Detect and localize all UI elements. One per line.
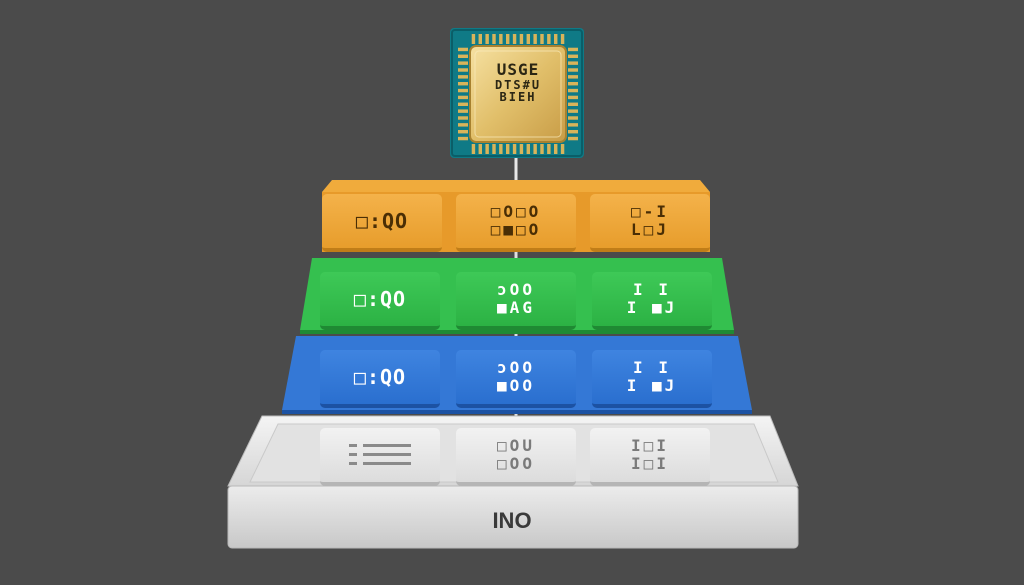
blue-block-3-line-2: I ■J: [626, 376, 678, 395]
chip-label-line-3: BIEH: [499, 90, 537, 105]
chip-label: USGE DTS#U BIEH: [470, 60, 566, 105]
base-block-2: □OU □OO: [456, 428, 576, 486]
processor-chip-icon: [450, 28, 584, 158]
chip-label-line-2: DTS#U: [494, 77, 542, 92]
chip-pin: [458, 109, 468, 113]
chip-pin: [458, 95, 468, 100]
chip-pin: [458, 61, 468, 65]
chip-pin: [568, 47, 578, 52]
chip-pin: [533, 144, 537, 154]
chip-pin: [471, 34, 476, 44]
blue-block-3: I I I ■J: [592, 350, 712, 408]
green-block-2: ɔOO ■AG: [456, 272, 576, 330]
chip-pin: [458, 47, 468, 52]
list-icon: [349, 444, 411, 465]
chip-pin: [492, 144, 496, 154]
chip-pin: [471, 144, 476, 154]
chip-pin: [458, 68, 468, 72]
chip-pin: [540, 144, 544, 154]
chip-pin: [547, 144, 551, 154]
orange-block-3: □‐I L□J: [590, 194, 710, 252]
orange-block-1-text: □:QO: [355, 208, 409, 233]
base-block-3: I□I I□I: [590, 428, 710, 486]
orange-block-2: □O□O □■□O: [456, 194, 576, 252]
orange-block-2-line-1: □O□O: [490, 201, 542, 221]
orange-block-2-line-2: □■□O: [490, 220, 542, 239]
chip-pin: [568, 102, 578, 106]
base-block-3-line-1: I□I: [631, 435, 669, 455]
chip-pin: [458, 136, 468, 141]
chip-pin: [506, 144, 510, 154]
chip-pin: [458, 88, 468, 93]
chip-pin: [568, 95, 578, 100]
chip-pin: [568, 61, 578, 65]
orange-block-1: □:QO: [322, 194, 442, 252]
chip-pin: [506, 34, 510, 44]
chip-pin: [540, 34, 544, 44]
chip-pin: [547, 34, 551, 44]
chip-pin: [568, 75, 578, 79]
orange-block-3-line-1: □‐I: [631, 201, 669, 221]
chip-pin: [485, 34, 489, 44]
green-block-1-text: □:QO: [353, 286, 407, 311]
chip-pin: [554, 144, 558, 154]
chip-pin: [478, 144, 482, 154]
base-block-3-line-2: I□I: [631, 454, 669, 473]
chip-pin: [458, 82, 468, 86]
green-block-3-line-2: I ■J: [626, 298, 678, 317]
chip-pin: [512, 34, 517, 44]
chip-pins: [458, 34, 578, 154]
chip-pin: [499, 34, 503, 44]
blue-block-2-line-2: ■OO: [497, 376, 535, 395]
chip-pin: [519, 144, 524, 154]
chip-pin: [499, 144, 503, 154]
green-block-1: □:QO: [320, 272, 440, 330]
chip-pin: [560, 144, 565, 154]
chip-pin: [533, 34, 537, 44]
blue-block-1-text: □:QO: [353, 364, 407, 389]
base-label: INO: [492, 508, 532, 533]
blue-block-2-line-1: ɔOO: [497, 357, 535, 377]
chip-pin: [568, 68, 578, 72]
chip-pin: [458, 130, 468, 134]
chip-pin: [568, 130, 578, 134]
chip-pin: [478, 34, 482, 44]
blue-block-3-line-1: I I: [633, 357, 671, 377]
chip-pin: [568, 82, 578, 86]
blue-block-2: ɔOO ■OO: [456, 350, 576, 408]
green-block-2-line-2: ■AG: [497, 298, 535, 317]
chip-pin: [568, 109, 578, 113]
chip-label-line-1: USGE: [496, 60, 540, 79]
chip-pin: [568, 136, 578, 141]
base-block-1: [320, 428, 440, 486]
blue-block-1: □:QO: [320, 350, 440, 408]
chip-pin: [519, 34, 524, 44]
chip-pin: [568, 54, 578, 58]
chip-pin: [568, 116, 578, 120]
chip-pin: [568, 88, 578, 93]
orange-block-3-line-2: L□J: [631, 220, 669, 239]
chip-pin: [458, 116, 468, 120]
chip-pin: [458, 75, 468, 79]
chip-pin: [560, 34, 565, 44]
green-block-3: I I I ■J: [592, 272, 712, 330]
green-block-3-line-1: I I: [633, 279, 671, 299]
chip-pin: [492, 34, 496, 44]
green-block-2-line-1: ɔOO: [497, 279, 535, 299]
chip-pin: [458, 102, 468, 106]
chip-pin: [512, 144, 517, 154]
base-block-2-line-2: □OO: [497, 454, 535, 473]
chip-pin: [485, 144, 489, 154]
chip-pin: [526, 144, 530, 154]
chip-pin: [526, 34, 530, 44]
chip-pin: [554, 34, 558, 44]
chip-pin: [568, 123, 578, 127]
base-block-2-line-1: □OU: [497, 435, 535, 455]
chip-pin: [458, 54, 468, 58]
chip-pin: [458, 123, 468, 127]
